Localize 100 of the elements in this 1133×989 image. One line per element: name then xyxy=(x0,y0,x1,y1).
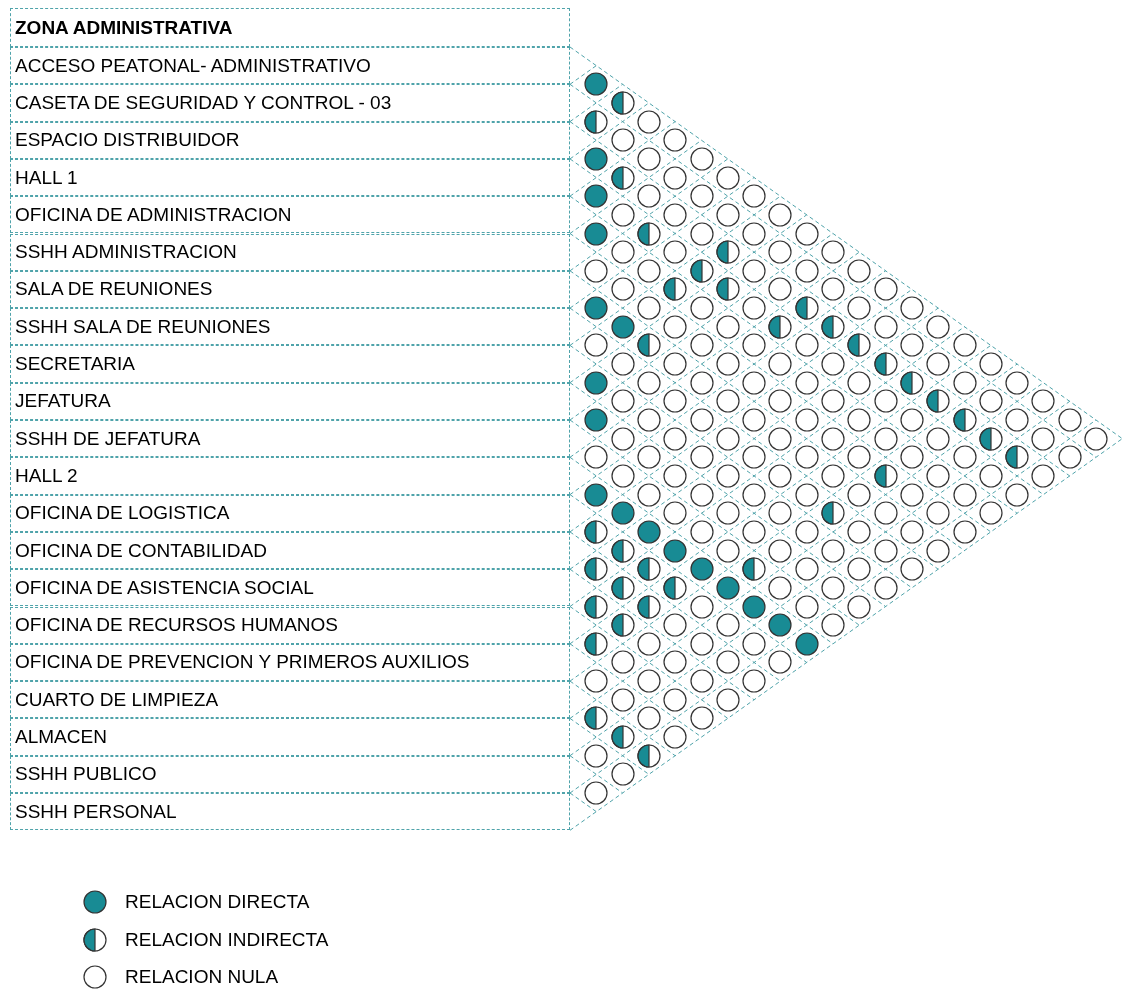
empty-circle xyxy=(794,333,819,358)
empty-circle xyxy=(821,538,845,563)
half-filled-circle xyxy=(952,408,977,432)
table-header: ZONA ADMINISTRATIVA xyxy=(10,8,570,47)
room-name-row: SECRETARIA xyxy=(10,345,570,383)
empty-circle xyxy=(899,408,924,432)
empty-circle xyxy=(610,202,635,227)
half-filled-circle xyxy=(610,725,635,750)
empty-circle xyxy=(715,650,740,675)
empty-circle xyxy=(636,482,661,507)
empty-circle xyxy=(610,277,635,302)
empty-circle xyxy=(978,501,1003,526)
legend-label: RELACION INDIRECTA xyxy=(125,928,329,951)
empty-circle xyxy=(610,128,635,153)
half-filled-circle xyxy=(873,463,898,488)
empty-circle xyxy=(794,221,819,246)
room-name-row: OFICINA DE LOGISTICA xyxy=(10,494,570,532)
empty-circle xyxy=(742,631,767,656)
empty-circle xyxy=(821,463,845,488)
empty-circle xyxy=(715,165,740,190)
empty-circle xyxy=(636,258,661,283)
empty-circle xyxy=(847,445,872,470)
filled-circle xyxy=(636,519,661,544)
empty-circle xyxy=(636,631,661,656)
room-name-row: OFICINA DE RECURSOS HUMANOS xyxy=(10,606,570,644)
empty-circle xyxy=(899,482,924,507)
empty-circle xyxy=(926,314,951,339)
empty-circle xyxy=(636,109,661,134)
empty-circle xyxy=(689,519,714,544)
empty-circle xyxy=(689,333,714,358)
empty-circle xyxy=(873,501,898,526)
empty-circle xyxy=(584,743,609,768)
empty-circle xyxy=(742,370,767,395)
empty-circle xyxy=(610,687,635,712)
empty-circle xyxy=(873,426,898,451)
half-filled-circle xyxy=(584,631,609,656)
empty-circle xyxy=(952,519,977,544)
empty-circle xyxy=(847,408,872,432)
room-name-row: ACCESO PEATONAL- ADMINISTRATIVO xyxy=(10,47,570,85)
empty-circle xyxy=(742,482,767,507)
half-filled-circle xyxy=(873,352,898,377)
half-filled-circle xyxy=(742,557,767,582)
empty-circle xyxy=(847,296,872,321)
empty-circle xyxy=(821,389,845,414)
empty-circle xyxy=(847,557,872,582)
empty-circle xyxy=(610,240,635,265)
room-name-row: SSHH ADMINISTRACION xyxy=(10,233,570,271)
room-name-row: OFICINA DE ASISTENCIA SOCIAL xyxy=(10,569,570,607)
half-filled-circle xyxy=(689,258,714,283)
empty-circle xyxy=(899,557,924,582)
empty-circle xyxy=(768,538,793,563)
empty-circle xyxy=(715,613,740,638)
empty-circle xyxy=(663,202,688,227)
half-filled-circle xyxy=(610,575,635,600)
empty-circle xyxy=(715,463,740,488)
empty-circle xyxy=(1057,408,1082,432)
empty-circle xyxy=(689,594,714,619)
filled-circle xyxy=(768,613,793,638)
half-filled-circle xyxy=(610,538,635,563)
room-name-row: ESPACIO DISTRIBUIDOR xyxy=(10,121,570,159)
filled-circle xyxy=(584,482,609,507)
half-filled-circle xyxy=(636,333,661,358)
empty-circle xyxy=(663,389,688,414)
half-filled-circle xyxy=(636,221,661,246)
empty-circle xyxy=(663,501,688,526)
empty-circle xyxy=(610,650,635,675)
empty-circle xyxy=(768,389,793,414)
empty-circle xyxy=(978,352,1003,377)
empty-circle xyxy=(715,501,740,526)
half-filled-circle xyxy=(636,743,661,768)
empty-circle xyxy=(689,482,714,507)
half-filled-circle xyxy=(584,706,609,731)
half-filled-circle xyxy=(715,240,740,265)
empty-circle xyxy=(663,240,688,265)
room-name-row: SSHH PUBLICO xyxy=(10,755,570,793)
empty-circle xyxy=(742,519,767,544)
empty-circle xyxy=(584,781,609,805)
empty-circle xyxy=(1005,408,1030,432)
empty-circle xyxy=(663,128,688,153)
room-name-row: CUARTO DE LIMPIEZA xyxy=(10,681,570,719)
empty-circle xyxy=(978,389,1003,414)
empty-circle xyxy=(899,296,924,321)
empty-circle xyxy=(794,519,819,544)
empty-circle xyxy=(742,184,767,209)
room-name-row: SSHH PERSONAL xyxy=(10,793,570,831)
empty-circle xyxy=(768,426,793,451)
empty-circle xyxy=(821,613,845,638)
legend-label: RELACION DIRECTA xyxy=(125,891,310,913)
empty-circle xyxy=(689,296,714,321)
empty-circle xyxy=(952,370,977,395)
empty-circle xyxy=(742,221,767,246)
empty-circle xyxy=(847,370,872,395)
empty-circle xyxy=(689,221,714,246)
filled-circle xyxy=(584,408,609,432)
empty-circle xyxy=(584,258,609,283)
empty-circle xyxy=(610,389,635,414)
room-name-row: HALL 2 xyxy=(10,457,570,495)
empty-circle xyxy=(610,463,635,488)
room-name-row: OFICINA DE ADMINISTRACION xyxy=(10,196,570,234)
empty-circle xyxy=(768,463,793,488)
